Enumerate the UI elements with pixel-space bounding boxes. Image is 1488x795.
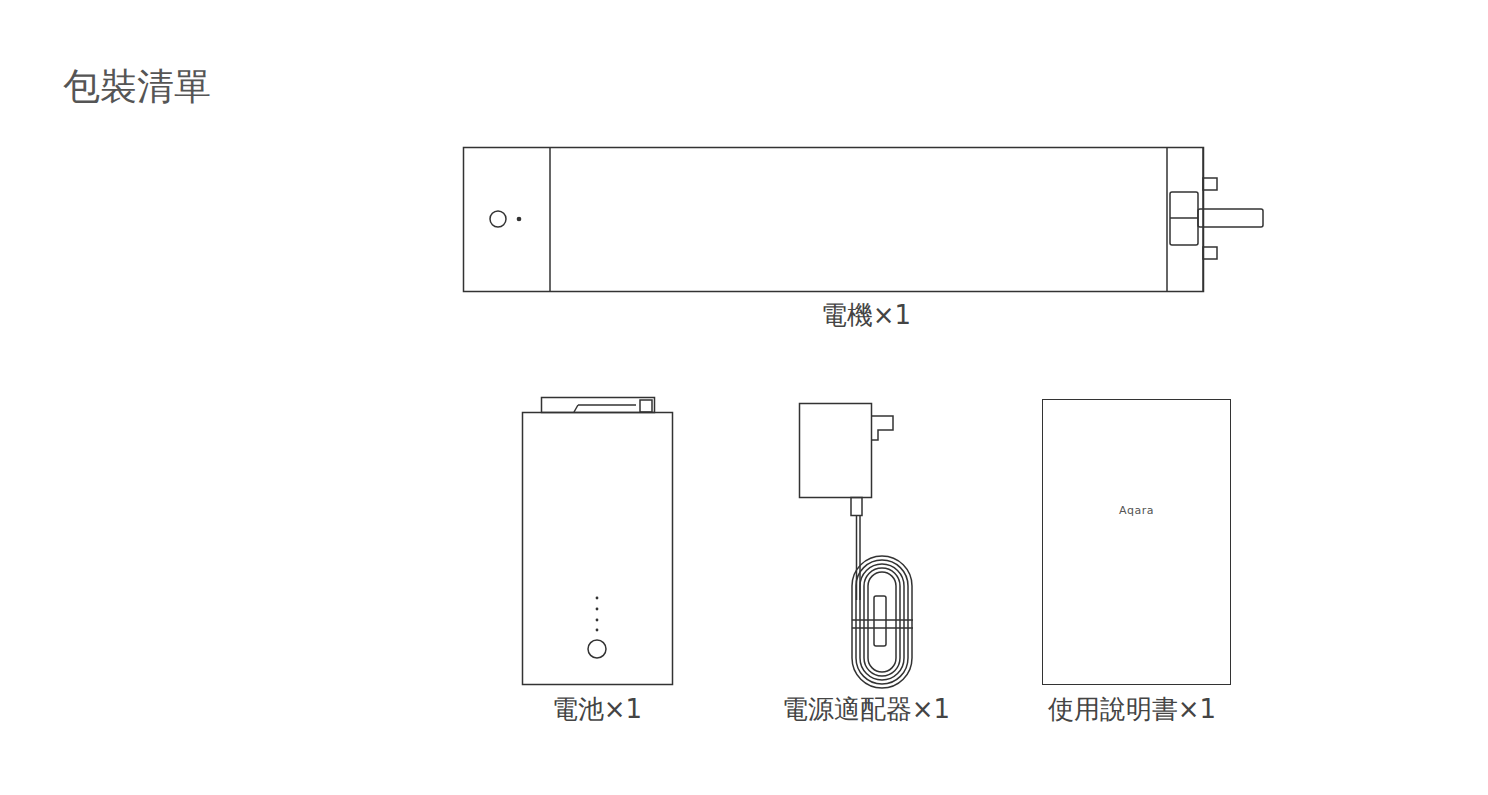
item-caption: 電池×1 bbox=[552, 692, 642, 727]
item-caption: 電源適配器×1 bbox=[782, 692, 950, 727]
item-caption: 電機×1 bbox=[821, 298, 911, 333]
battery-drawing bbox=[523, 398, 673, 685]
cable-coil bbox=[852, 556, 912, 688]
battery-level-dots bbox=[596, 597, 599, 632]
cable-coil bbox=[864, 568, 900, 676]
cable-coil bbox=[868, 572, 896, 672]
motor-drawing bbox=[464, 148, 1264, 292]
power-adapter-drawing bbox=[800, 404, 914, 689]
item-caption: 使用說明書×1 bbox=[1048, 692, 1216, 727]
brand-logo: Aqara bbox=[1043, 504, 1230, 517]
cable-coil bbox=[856, 560, 908, 684]
manual-cover: Aqara bbox=[1042, 399, 1231, 685]
cable-coil bbox=[860, 564, 904, 680]
page-title: 包裝清單 bbox=[63, 62, 211, 112]
